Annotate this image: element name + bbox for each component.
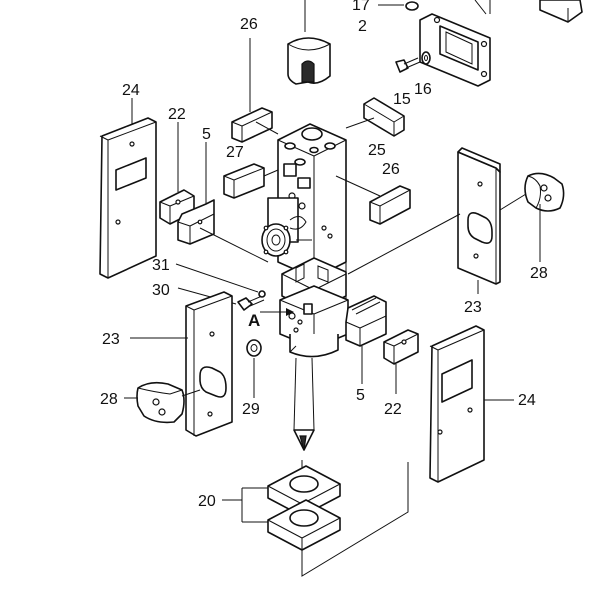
cylinder-block (279, 285, 349, 358)
part-25-pad (363, 97, 405, 137)
callout-22-lower: 22 (384, 401, 402, 418)
leader-body-4 (345, 117, 375, 129)
part-5-bracket-lower (345, 295, 387, 384)
part-27-pad (223, 163, 265, 199)
callout-5-lower: 5 (356, 387, 365, 404)
part-22-block-lower (383, 329, 419, 394)
part-17-bolt (378, 1, 419, 11)
housing-box-partial (539, 0, 583, 23)
view-arrow-a (260, 308, 294, 316)
part-30-screw (177, 287, 265, 311)
callout-labels: 17 2 26 15 16 24 22 5 27 25 26 28 31 30 … (100, 0, 548, 510)
callout-30: 30 (152, 282, 170, 299)
chisel-tool (293, 357, 315, 451)
callout-24-right: 24 (518, 392, 536, 409)
callout-22-top: 22 (168, 106, 186, 123)
part-20-wear-plate-upper (267, 465, 341, 517)
part-22-block-upper (159, 122, 195, 225)
callout-17: 17 (352, 0, 370, 14)
valve-body-upper (261, 123, 347, 279)
callout-28-right: 28 (530, 265, 548, 282)
leader-body-3 (255, 121, 279, 135)
part-16-washer (421, 51, 431, 65)
callout-26-top: 26 (240, 16, 258, 33)
part-23-side-plate-right (457, 147, 501, 294)
part-20-wear-plate-lower (267, 499, 341, 551)
callout-20: 20 (198, 493, 216, 510)
callout-16: 16 (414, 81, 432, 98)
callout-25: 25 (368, 142, 386, 159)
assembly-line-bottom (301, 462, 409, 577)
callout-23-right: 23 (464, 299, 482, 316)
part-5-bracket-upper (177, 142, 215, 245)
leader-body-2 (335, 175, 381, 197)
leader-body-1 (199, 227, 269, 263)
callout-23-left: 23 (102, 331, 120, 348)
callout-a: A (248, 311, 260, 330)
callout-15: 15 (393, 91, 411, 108)
part-31-ball (175, 263, 266, 298)
part-24-side-plate-left (99, 98, 157, 279)
part-26-pad-right (369, 185, 411, 225)
part-23-side-plate-left (130, 291, 233, 437)
part-20-bracket-leader (222, 487, 268, 523)
callout-27: 27 (226, 144, 244, 161)
part-2-cover-plate (419, 0, 491, 87)
leader-body-5 (263, 169, 279, 177)
part-24-side-plate-right (429, 325, 514, 483)
part-28-pad-right (524, 172, 565, 262)
part-28-pad-left (124, 381, 201, 424)
part-29-washer (246, 339, 262, 398)
part-26-pad-top (231, 38, 273, 143)
callout-24-top: 24 (122, 82, 140, 99)
callout-5-top: 5 (202, 126, 211, 143)
leader-body-6 (347, 213, 461, 275)
callout-31: 31 (152, 257, 170, 274)
part-15-bolt (395, 57, 421, 73)
callout-28-left: 28 (100, 391, 118, 408)
leader-body-7 (499, 193, 527, 211)
piston-cap (287, 0, 331, 85)
callout-29: 29 (242, 401, 260, 418)
callout-2: 2 (358, 18, 367, 35)
callout-26-right: 26 (382, 161, 400, 178)
